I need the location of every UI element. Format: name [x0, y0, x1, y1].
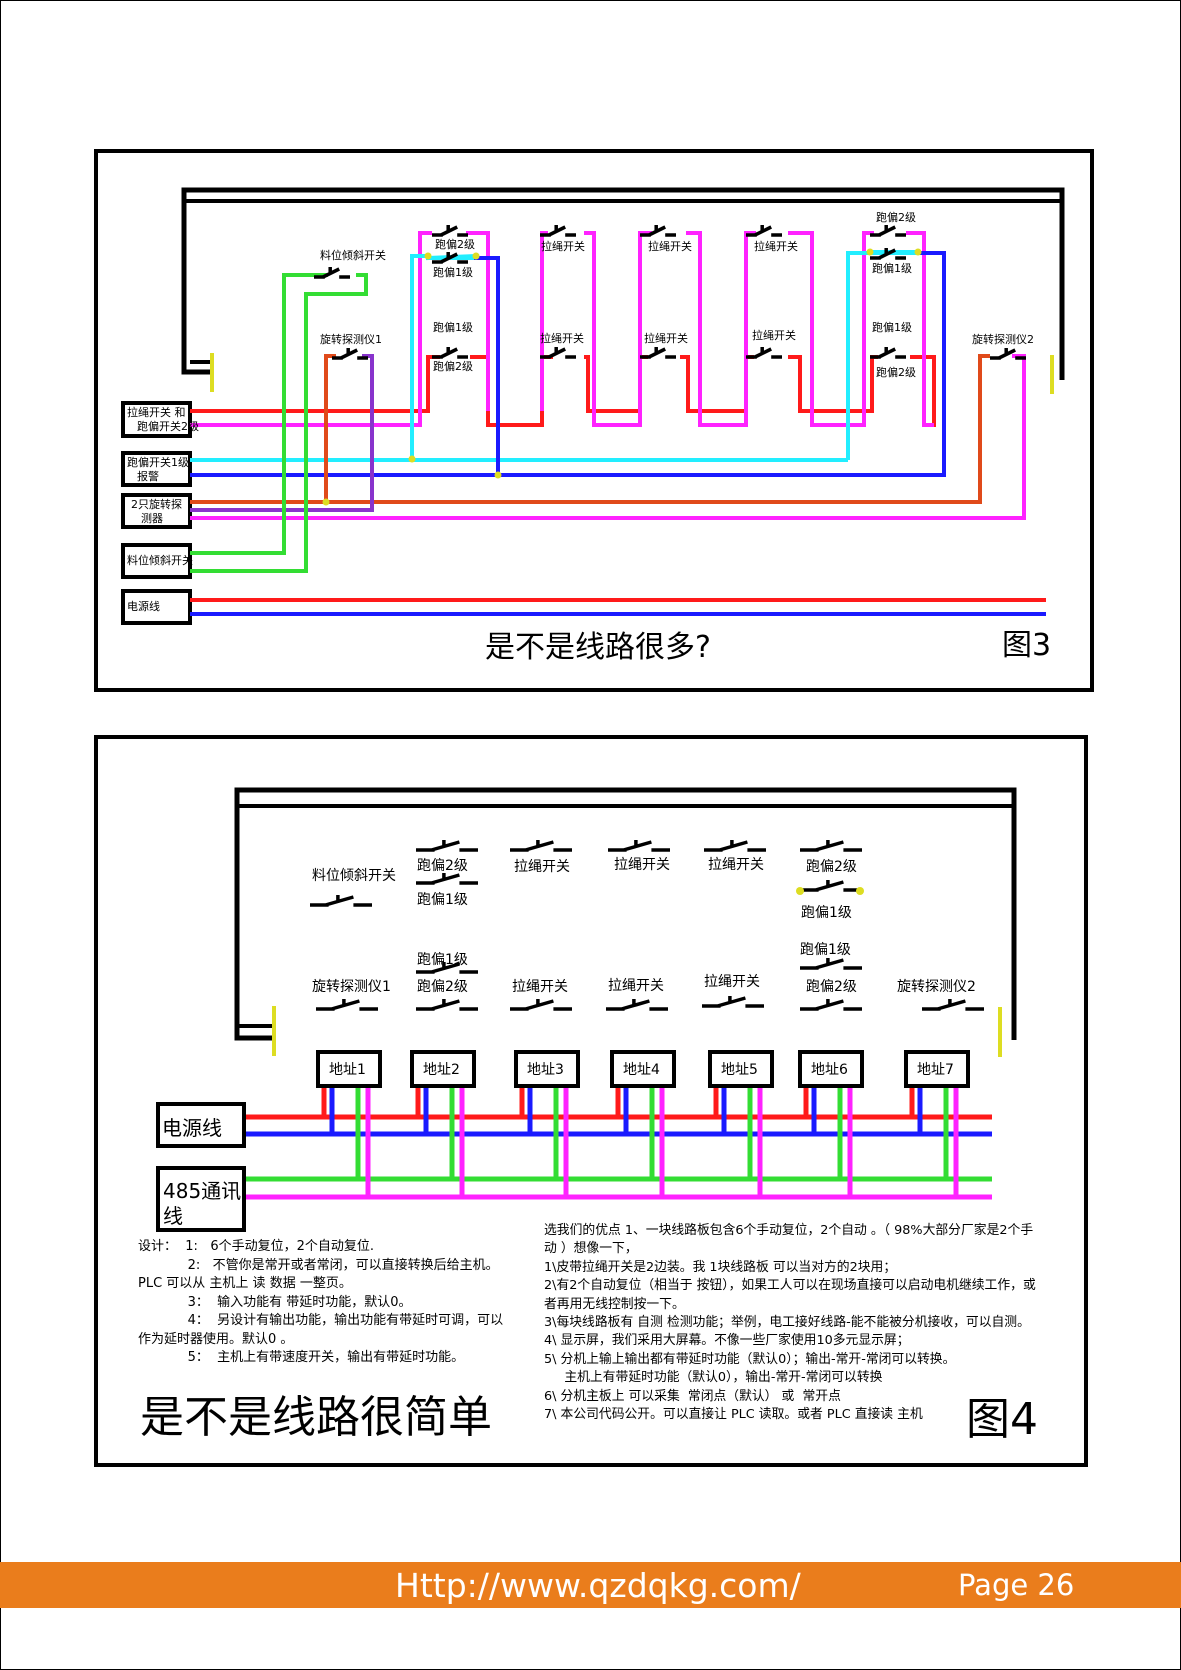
- fig3-frame: [94, 149, 1094, 692]
- switch-rope-5: [640, 347, 676, 359]
- label-rope-1: 拉绳开关: [541, 239, 585, 253]
- fig3-wire-purple: [190, 354, 374, 512]
- fig3-wire-orange: [190, 354, 990, 504]
- switch-rope-1: [540, 225, 576, 237]
- label-dev2-d: 跑偏2级: [876, 365, 916, 379]
- footer-bar: Http://www.qzdqkg.com/ Page 26: [0, 1562, 1181, 1608]
- fig4-notes-right: 选我们的优点 1、一块线路板包含6个手动复位，2个自动 。（ 98%大部分厂家是…: [544, 1223, 1036, 1423]
- switch-rot2: [990, 348, 1026, 360]
- switch-dev1-b: [432, 347, 468, 359]
- label-rot1: 旋转探测仪1: [320, 332, 382, 346]
- switch-dev2-b: [870, 225, 906, 237]
- label-rot2: 旋转探测仪2: [972, 332, 1034, 346]
- fig3-wire-blue: [190, 251, 946, 477]
- page-number: Page 26: [958, 1568, 1075, 1602]
- fig3-box-label-3: 2只旋转探测器: [131, 497, 182, 525]
- label-rope-2: 拉绳开关: [648, 239, 692, 253]
- label-dev1-d: 跑偏1级: [872, 320, 912, 334]
- switch-dev2-a: [432, 225, 468, 237]
- label-rope-4: 拉绳开关: [540, 331, 584, 345]
- footer-url[interactable]: Http://www.qzdqkg.com/: [395, 1566, 801, 1605]
- fig3-conveyor: [181, 187, 1065, 380]
- fig3-wire-magenta: [190, 231, 934, 427]
- switch-rope-6: [746, 347, 782, 359]
- label-rope-6: 拉绳开关: [752, 328, 796, 342]
- fig3-box-label-5: 电源线: [127, 599, 160, 613]
- label-dev2-b: 跑偏2级: [433, 359, 473, 373]
- label-dev2-c: 跑偏2级: [876, 210, 916, 224]
- label-rope-5: 拉绳开关: [644, 331, 688, 345]
- switch-dev1-c: [870, 248, 906, 260]
- switch-rot1: [332, 348, 368, 360]
- switch-tilt: [314, 267, 350, 279]
- switch-dev1-a: [432, 252, 468, 264]
- fig3-caption: 是不是线路很多?: [485, 630, 711, 665]
- fig4-notes-left: 设计： 1: 6个手动复位，2个自动复位. 2: 不管你是常开或者常闭，可以直接…: [138, 1239, 504, 1365]
- label-dev1-c: 跑偏1级: [872, 261, 912, 275]
- switch-rope-4: [540, 347, 576, 359]
- label-rope-3: 拉绳开关: [754, 239, 798, 253]
- label-tilt: 料位倾斜开关: [320, 248, 386, 262]
- switch-rope-3: [746, 225, 782, 237]
- fig3-box-label-4: 料位倾斜开关: [127, 553, 193, 567]
- fig3-left-boxes: [121, 401, 192, 625]
- switch-dev1-d: [870, 347, 906, 359]
- fig3-box-label-2: 跑偏开关1级报警: [127, 455, 189, 483]
- fig3-wire-red: [190, 355, 936, 427]
- fig3-wire-green: [190, 273, 368, 573]
- switch-rope-2: [640, 225, 676, 237]
- label-dev1-a: 跑偏1级: [433, 265, 473, 279]
- fig3-figure-label: 图3: [1002, 628, 1051, 663]
- label-dev1-b: 跑偏1级: [433, 320, 473, 334]
- label-dev2-a: 跑偏2级: [435, 237, 475, 251]
- fig3-box-label-1: 拉绳开关 和跑偏开关2级: [127, 405, 199, 433]
